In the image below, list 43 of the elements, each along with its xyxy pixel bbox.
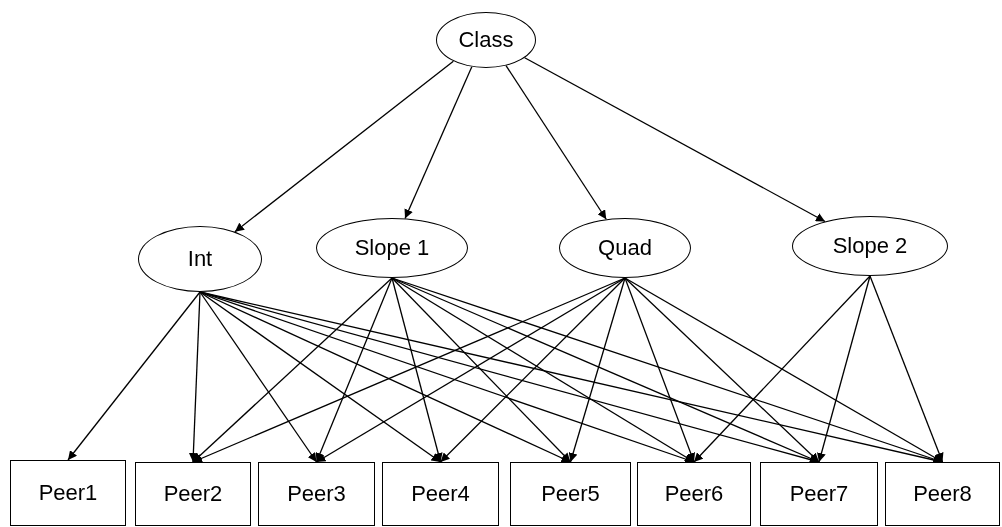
ellipse-node xyxy=(436,12,536,68)
node-label: Peer7 xyxy=(789,481,849,507)
rectangle-node xyxy=(10,460,126,526)
arrow xyxy=(693,275,871,463)
arrow xyxy=(315,277,393,463)
node-label: Class xyxy=(458,27,514,53)
rectangle-node xyxy=(885,462,1000,526)
arrow xyxy=(67,291,201,461)
arrow xyxy=(624,277,820,463)
rectangle-node xyxy=(510,462,631,526)
arrow xyxy=(199,291,442,463)
arrow xyxy=(315,277,626,463)
rectangle-node xyxy=(382,462,499,526)
arrow xyxy=(188,291,201,463)
node-label: Peer6 xyxy=(664,481,724,507)
rectangle-node xyxy=(135,462,251,526)
arrow xyxy=(869,275,944,463)
node-label: Peer5 xyxy=(541,481,600,507)
arrow xyxy=(524,57,826,223)
rectangle-node xyxy=(258,462,375,526)
arrow xyxy=(199,291,318,463)
arrow xyxy=(391,277,443,463)
node-label: Peer3 xyxy=(287,481,346,507)
node-label: Peer2 xyxy=(163,481,223,507)
arrow xyxy=(404,66,473,220)
arrow xyxy=(391,277,572,463)
arrow xyxy=(817,275,871,463)
arrow xyxy=(192,277,393,463)
node-label: Slope 2 xyxy=(832,233,908,259)
arrow xyxy=(439,277,626,463)
node-label: Peer4 xyxy=(411,481,470,507)
arrow xyxy=(505,65,607,220)
arrow xyxy=(234,60,454,233)
node-label: Peer1 xyxy=(38,480,98,506)
arrow xyxy=(568,277,626,463)
arrow xyxy=(391,277,695,463)
arrow xyxy=(624,277,696,463)
node-label: Int xyxy=(187,246,213,272)
node-label: Quad xyxy=(598,235,652,261)
node-label: Peer8 xyxy=(913,481,972,507)
rectangle-node xyxy=(760,462,878,526)
rectangle-node xyxy=(637,462,751,526)
node-label: Slope 1 xyxy=(354,235,430,261)
